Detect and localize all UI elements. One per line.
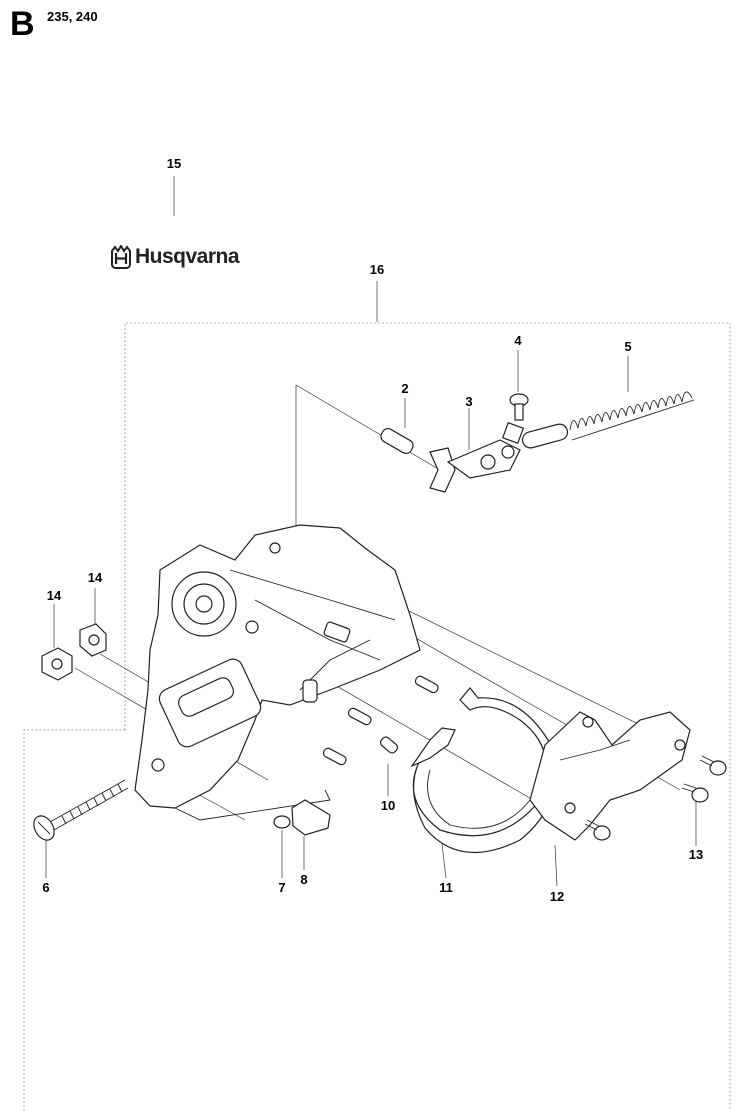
pin-small-c — [322, 747, 347, 766]
brake-band-part — [410, 687, 556, 853]
nut-part-14b — [79, 623, 107, 657]
callout-11: 11 — [439, 880, 453, 895]
callout-16: 16 — [369, 262, 385, 277]
chain-brake-housing — [134, 524, 421, 821]
model-numbers: 235, 240 — [47, 9, 98, 24]
nut-part-14a — [41, 647, 73, 681]
screw-part-13b — [681, 783, 709, 803]
screw-part-13c — [584, 819, 611, 841]
callout-2: 2 — [401, 381, 409, 396]
bolt-part-6 — [33, 779, 129, 841]
chain-catcher-part-8 — [291, 799, 331, 836]
spring-part — [521, 391, 695, 449]
callout-4: 4 — [514, 333, 522, 348]
callout-3: 3 — [465, 394, 473, 409]
husqvarna-logo: Husqvarna — [110, 242, 240, 272]
screw-part-13a — [699, 755, 727, 776]
callout-12: 12 — [549, 889, 565, 904]
callout-10: 10 — [380, 798, 396, 813]
pin-part-10 — [379, 736, 399, 754]
callout-14b: 14 — [87, 570, 103, 585]
callout-14a: 14 — [46, 588, 62, 603]
callout-6: 6 — [42, 880, 50, 895]
callout-5: 5 — [624, 339, 632, 354]
brake-lever-part — [429, 421, 525, 493]
pin-part — [380, 428, 414, 454]
callout-8: 8 — [300, 872, 308, 887]
callout-7: 7 — [278, 880, 286, 895]
husqvarna-crown-icon — [111, 245, 131, 269]
husqvarna-logo-text: Husqvarna — [135, 245, 240, 268]
pin-small-a — [414, 675, 439, 694]
screw-part-4 — [509, 393, 529, 421]
section-letter: B — [10, 5, 35, 43]
group-boundary — [23, 322, 731, 1110]
pin-small-b — [347, 707, 372, 726]
brake-cover-part — [529, 711, 691, 841]
callout-13: 13 — [688, 847, 704, 862]
callout-15: 15 — [166, 156, 182, 171]
washer-part-7 — [273, 815, 291, 829]
